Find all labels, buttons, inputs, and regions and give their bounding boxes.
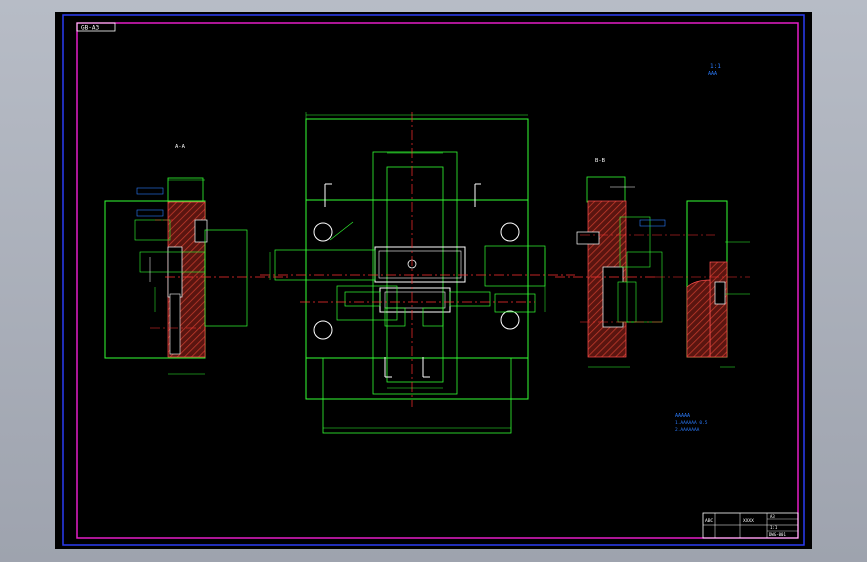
scale-note: 1:1 xyxy=(710,63,721,70)
guide-hole-bottom-left xyxy=(313,320,333,340)
note-line-2: 2.AAAAAAA xyxy=(675,427,700,433)
sheet-label: GB-A3 xyxy=(81,25,99,32)
side-view[interactable] xyxy=(655,200,750,368)
section-view-b[interactable]: B-B xyxy=(555,158,715,368)
guide-hole-top-right xyxy=(500,222,520,242)
title-block[interactable]: ABC XXXX A3 1:1 DWG-001 xyxy=(702,512,799,539)
title-cell-4: 1:1 xyxy=(770,525,778,530)
note-line-1: 1.AAAAAA 0.5 xyxy=(675,420,708,426)
title-cell-1: ABC xyxy=(705,518,713,524)
scale-note-sub: AAA xyxy=(708,71,717,77)
drawing-sheet[interactable]: GB-A3 1:1 AAA xyxy=(55,12,812,549)
cad-drawing-canvas[interactable]: GB-A3 1:1 AAA xyxy=(55,12,812,549)
guide-hole-top-left xyxy=(313,222,333,242)
notes-heading: AAAAA xyxy=(675,413,690,419)
section-a-label: A-A xyxy=(175,144,186,150)
inner-frame xyxy=(76,22,799,539)
technical-notes: AAAAA 1.AAAAAA 0.5 2.AAAAAAA xyxy=(675,413,708,433)
section-b-label: B-B xyxy=(595,158,606,164)
hatched-core-c xyxy=(709,261,728,358)
section-view-a[interactable]: A-A xyxy=(104,144,290,375)
main-plan-view[interactable] xyxy=(260,112,575,434)
outer-frame xyxy=(62,14,805,546)
sheet-label-box xyxy=(76,22,116,32)
title-cell-2: XXXX xyxy=(743,518,754,524)
title-cell-5: DWG-001 xyxy=(769,532,786,537)
guide-hole-bottom-right xyxy=(500,310,520,330)
title-cell-3: A3 xyxy=(770,514,775,519)
